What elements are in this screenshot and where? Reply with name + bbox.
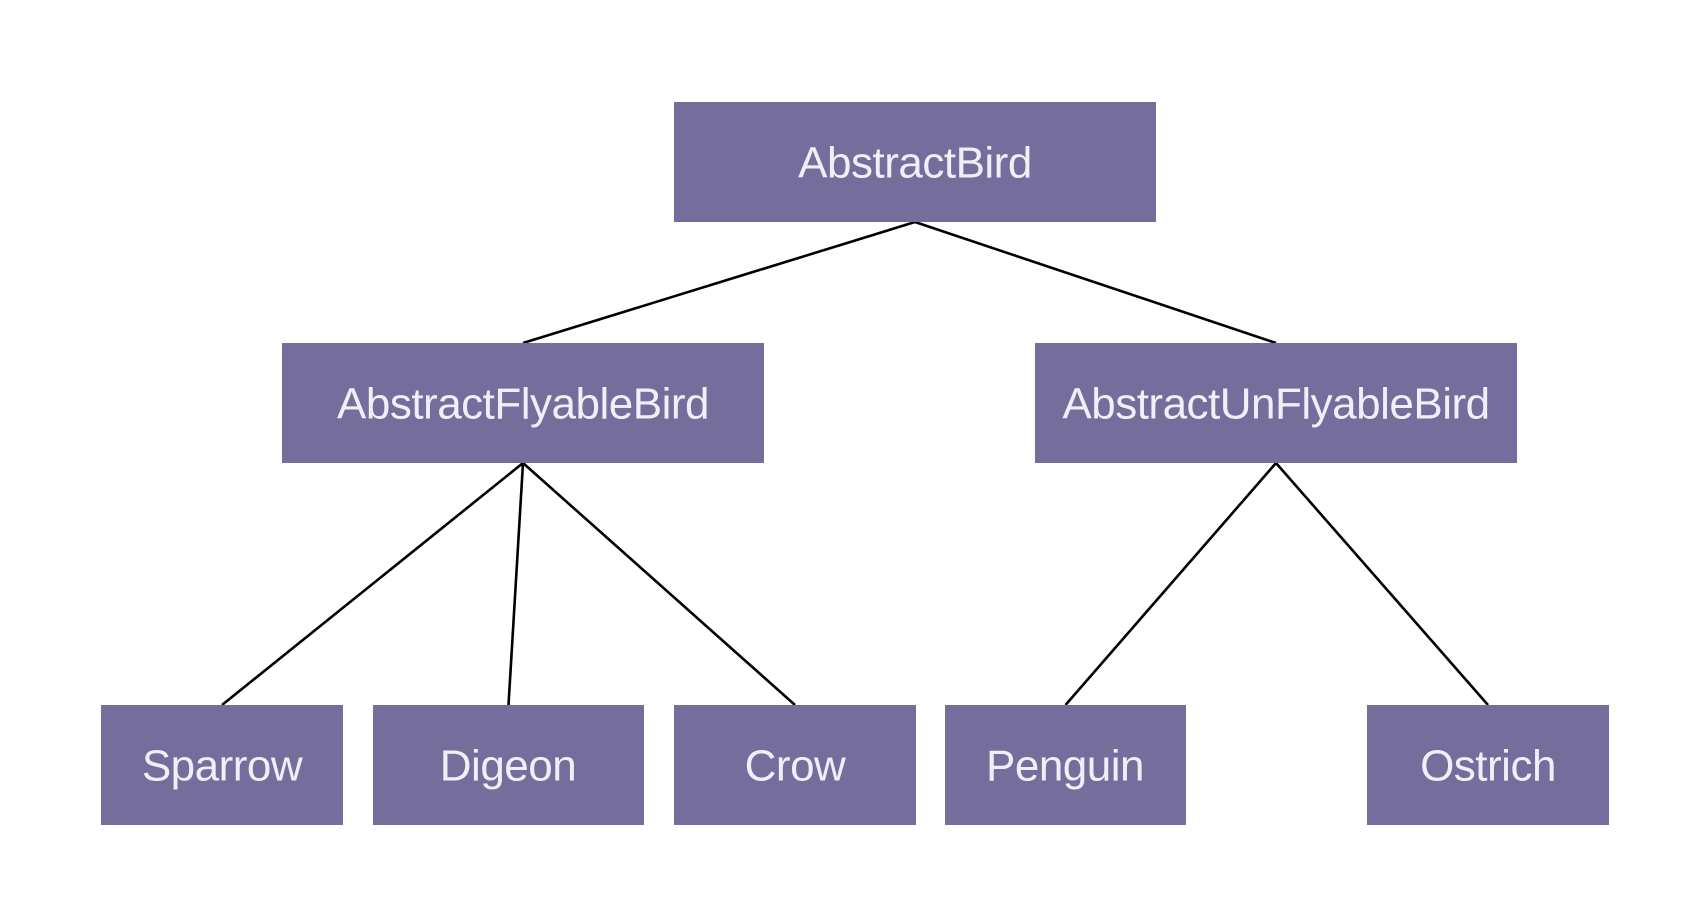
node-box bbox=[1035, 343, 1517, 463]
node-label: Crow bbox=[745, 742, 846, 791]
node-label: AbstractFlyableBird bbox=[337, 380, 709, 429]
node-label: AbstractBird bbox=[798, 139, 1032, 188]
edge-flyable-crow bbox=[522, 462, 796, 706]
node-abstract-bird[interactable]: AbstractBird bbox=[674, 102, 1156, 222]
edge-root-flyable bbox=[522, 220, 916, 345]
node-sparrow[interactable]: Sparrow bbox=[101, 705, 343, 825]
edge-flyable-sparrow bbox=[221, 461, 524, 707]
node-penguin[interactable]: Penguin bbox=[945, 705, 1186, 825]
node-abstract-flyable-bird[interactable]: AbstractFlyableBird bbox=[282, 343, 764, 463]
node-label: Penguin bbox=[986, 742, 1144, 791]
node-digeon[interactable]: Digeon bbox=[373, 705, 644, 825]
node-label: Sparrow bbox=[142, 742, 303, 791]
node-box bbox=[101, 705, 343, 825]
edge-flyable-digeon bbox=[507, 462, 525, 706]
node-label: Ostrich bbox=[1420, 742, 1556, 791]
node-box bbox=[945, 705, 1186, 825]
edge-unflyable-penguin bbox=[1064, 462, 1277, 706]
node-box bbox=[373, 705, 644, 825]
node-label: AbstractUnFlyableBird bbox=[1062, 380, 1489, 429]
node-crow[interactable]: Crow bbox=[674, 705, 916, 825]
node-box bbox=[282, 343, 764, 463]
edges-layer bbox=[221, 220, 1489, 707]
edge-root-unflyable bbox=[914, 220, 1277, 345]
edge-unflyable-ostrich bbox=[1275, 462, 1489, 706]
node-box bbox=[674, 705, 916, 825]
node-ostrich[interactable]: Ostrich bbox=[1367, 705, 1609, 825]
node-box bbox=[1367, 705, 1609, 825]
node-box bbox=[674, 102, 1156, 222]
node-label: Digeon bbox=[440, 742, 576, 791]
node-abstract-unflyable-bird[interactable]: AbstractUnFlyableBird bbox=[1035, 343, 1517, 463]
